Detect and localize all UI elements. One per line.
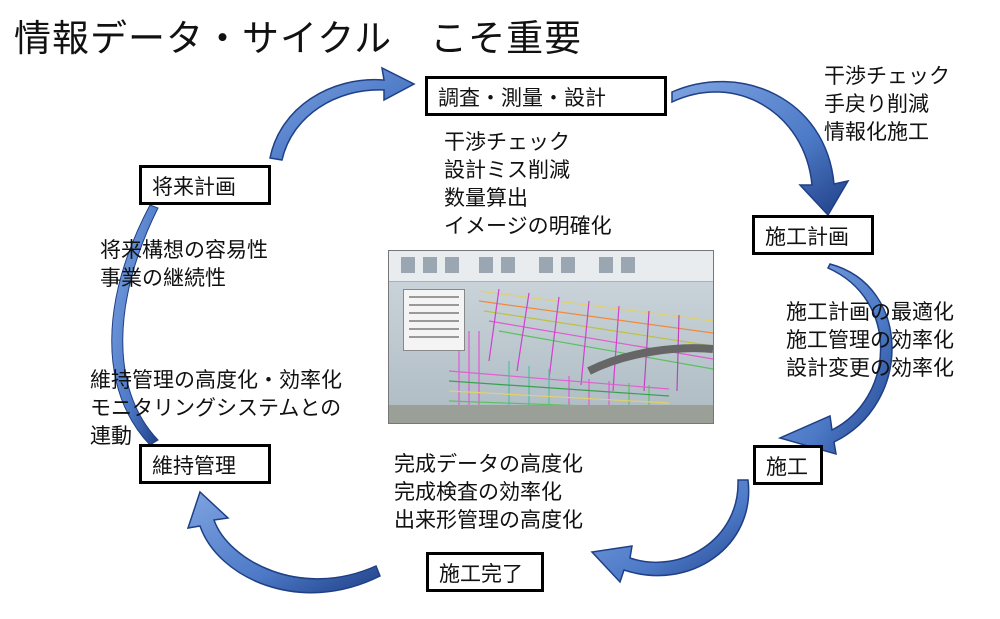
stage-survey-design: 調査・測量・設計	[425, 76, 667, 116]
curved-arrow-icon	[777, 263, 893, 456]
stage-construction-plan: 施工計画	[752, 215, 874, 255]
stage-completion: 施工完了	[426, 552, 544, 592]
stage-future-plan: 将来計画	[139, 165, 271, 205]
bim-3d-model-screenshot	[388, 250, 714, 424]
curved-arrow-icon	[186, 490, 381, 594]
page-title: 情報データ・サイクル こそ重要	[14, 17, 583, 60]
curved-arrow-icon	[111, 204, 159, 446]
bridge-model-render	[448, 288, 713, 411]
curved-arrow-icon	[590, 479, 750, 584]
stage-construction: 施工	[753, 445, 823, 485]
curved-arrow-icon	[269, 66, 416, 161]
stage-maintenance: 維持管理	[139, 444, 271, 484]
notes-maintenance: 維持管理の高度化・効率化 モニタリングシステムとの 連動	[90, 368, 342, 448]
notes-future: 将来構想の容易性 事業の継続性	[100, 238, 268, 290]
notes-completion: 完成データの高度化 完成検査の効率化 出来形管理の高度化	[394, 452, 583, 532]
viewer-ground	[389, 405, 713, 423]
viewer-ribbon	[389, 251, 713, 282]
notes-top-right: 干渉チェック 手戻り削減 情報化施工	[824, 64, 950, 144]
curved-arrow-icon	[671, 80, 850, 217]
notes-design: 干渉チェック 設計ミス削減 数量算出 イメージの明確化	[444, 130, 612, 238]
notes-construction-plan: 施工計画の最適化 施工管理の効率化 設計変更の効率化	[786, 300, 954, 380]
properties-panel	[403, 289, 465, 351]
